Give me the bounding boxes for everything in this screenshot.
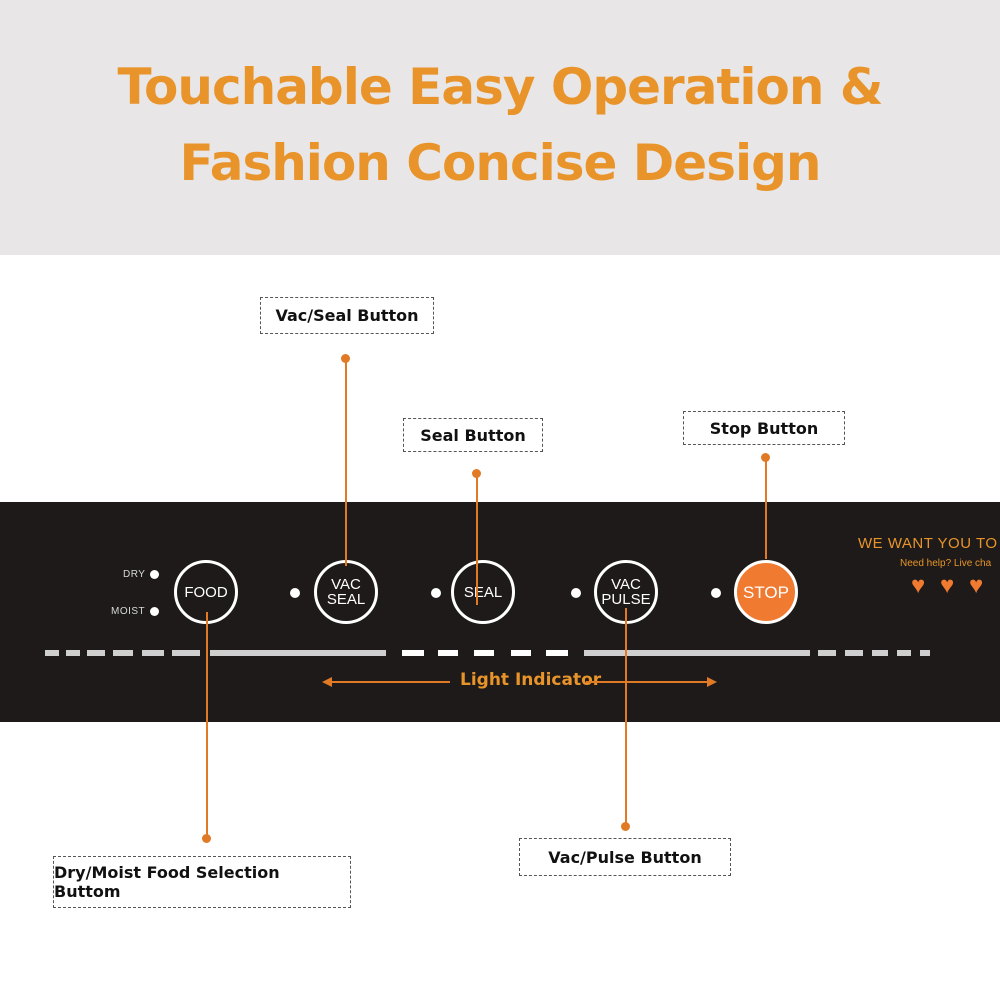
seal-indicator-light (431, 588, 441, 598)
stop-leader-line (765, 457, 767, 559)
light-segment (210, 650, 386, 656)
seal-button[interactable]: SEAL (451, 560, 515, 624)
vac-pulse-label-bottom: PULSE (601, 591, 651, 608)
stop-leader-dot (761, 453, 770, 462)
vac-pulse-callout: Vac/Pulse Button (519, 838, 731, 876)
right-arrow-icon (586, 677, 717, 687)
light-segment (818, 650, 836, 656)
moist-indicator-light (150, 607, 159, 616)
light-segment (845, 650, 863, 656)
light-segment (45, 650, 59, 656)
heart-icon: ♥ (911, 572, 926, 599)
light-segment (897, 650, 911, 656)
light-segment (920, 650, 930, 656)
stop-button-label: STOP (743, 582, 789, 602)
light-segment (546, 650, 568, 656)
seal-leader-line (476, 473, 478, 605)
seal-leader-dot (472, 469, 481, 478)
food-leader-line (206, 612, 208, 838)
food-selection-callout: Dry/Moist Food Selection Buttom (53, 856, 351, 908)
control-panel: DRY MOIST FOOD VAC SEAL SEAL VAC PULSE S… (0, 502, 1000, 722)
light-indicator-label: Light Indicator (460, 670, 602, 690)
dry-indicator-light (150, 570, 159, 579)
vac-seal-callout: Vac/Seal Button (260, 297, 434, 334)
left-arrow-icon (322, 677, 450, 687)
vac-seal-button[interactable]: VAC SEAL (314, 560, 378, 624)
food-button-label: FOOD (184, 583, 228, 601)
vac-seal-leader-line (345, 358, 347, 566)
header-banner: Touchable Easy Operation & Fashion Conci… (0, 0, 1000, 255)
vac-pulse-leader-dot (621, 822, 630, 831)
vac-seal-leader-dot (341, 354, 350, 363)
light-segment (113, 650, 133, 656)
light-segment (872, 650, 888, 656)
headline-line-1: Touchable Easy Operation & (117, 58, 884, 116)
stop-indicator-light (711, 588, 721, 598)
moist-label: MOIST (111, 606, 146, 617)
heart-icon: ♥ (940, 572, 955, 599)
light-segment (438, 650, 458, 656)
seal-button-label: SEAL (463, 583, 503, 601)
help-text: Need help? Live cha (900, 558, 992, 569)
vac-pulse-label-top: VAC (611, 576, 641, 593)
stop-callout: Stop Button (683, 411, 845, 445)
food-leader-dot (202, 834, 211, 843)
light-segment (474, 650, 494, 656)
light-segment (402, 650, 424, 656)
vac-pulse-leader-line (625, 608, 627, 826)
light-segment (511, 650, 531, 656)
light-segment (142, 650, 164, 656)
light-segment (172, 650, 200, 656)
heart-icon: ♥ (969, 572, 984, 599)
stop-button[interactable]: STOP (734, 560, 798, 624)
vac-seal-indicator-light (290, 588, 300, 598)
light-segment (87, 650, 105, 656)
light-segment (584, 650, 810, 656)
headline-line-2: Fashion Concise Design (179, 134, 821, 192)
vac-seal-label-top: VAC (331, 576, 361, 593)
seal-callout: Seal Button (403, 418, 543, 452)
dry-label: DRY (123, 569, 146, 580)
vac-seal-label-bottom: SEAL (326, 591, 366, 608)
slogan-text: WE WANT YOU TO (858, 535, 998, 552)
vac-pulse-indicator-light (571, 588, 581, 598)
light-segment (66, 650, 80, 656)
